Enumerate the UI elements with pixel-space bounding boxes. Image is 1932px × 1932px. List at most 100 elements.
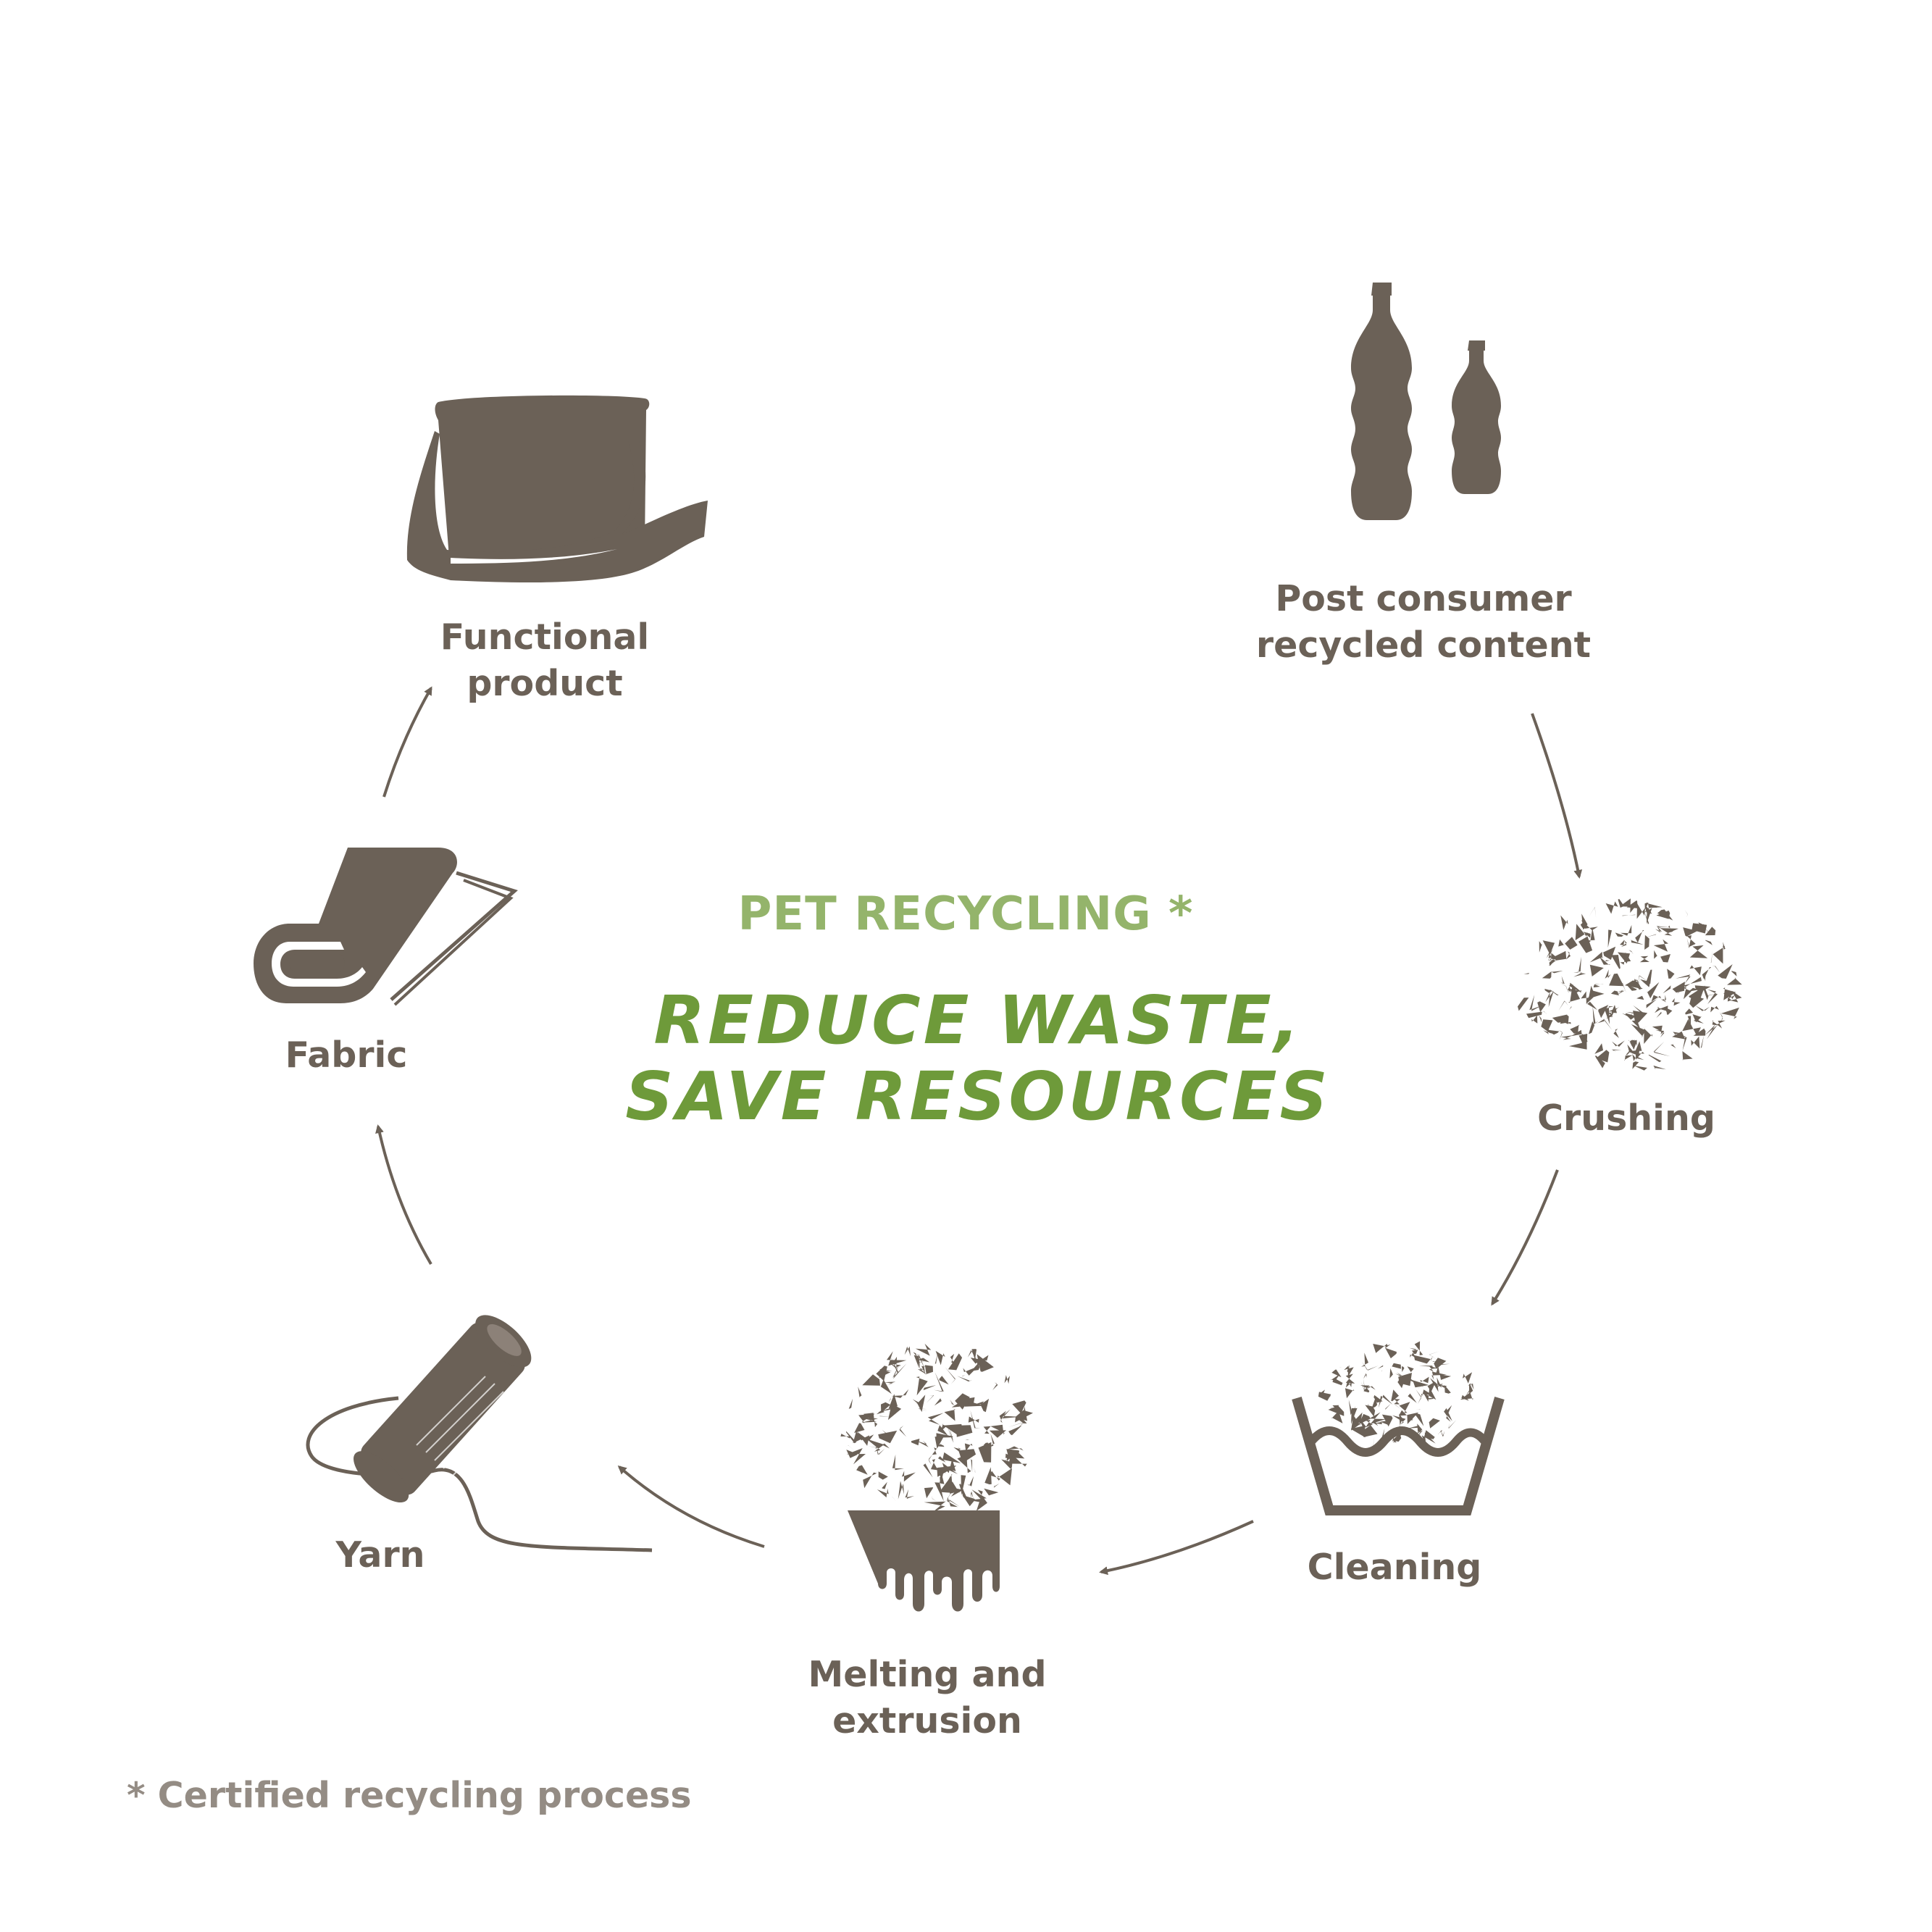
flake-shape <box>1603 946 1616 960</box>
flake-shape <box>1001 1459 1013 1469</box>
flake-shape <box>1689 965 1702 976</box>
flake-shape <box>1373 1344 1388 1353</box>
flake-shape <box>880 1379 892 1394</box>
flake-shape <box>1609 973 1624 987</box>
flake-shape <box>1585 927 1595 942</box>
flake-shape <box>1665 995 1666 1001</box>
flake-shape <box>1628 1050 1640 1056</box>
flake-shape <box>969 1459 973 1473</box>
flake-shape <box>1581 919 1598 931</box>
flake-shape <box>1635 929 1644 943</box>
flake-shape <box>1589 1021 1595 1034</box>
flake-shape <box>1542 971 1552 979</box>
flake-shape <box>1620 940 1625 945</box>
flake-shape <box>1639 955 1649 963</box>
flake-shape <box>1392 1415 1406 1425</box>
flake-shape <box>1686 935 1696 948</box>
flake-shape <box>1004 1375 1010 1384</box>
flake-shape <box>891 1389 909 1398</box>
flake-shape <box>887 1351 907 1366</box>
flake-shape <box>1360 1421 1367 1429</box>
flake-shape <box>1707 989 1718 1005</box>
flake-shape <box>1420 1376 1429 1384</box>
flake-shape <box>1702 967 1712 979</box>
arrow-crushing-to-cleaning <box>1491 1169 1559 1306</box>
flake-shape <box>1639 975 1648 984</box>
flake-shape <box>1407 1366 1414 1373</box>
flake-shape <box>1597 1019 1605 1024</box>
flake-shape <box>934 1481 944 1502</box>
flake-shape <box>1412 1429 1423 1439</box>
flake-shape <box>950 1400 955 1406</box>
label-melting: Melting and extrusion <box>808 1654 1047 1741</box>
flake-shape <box>1699 1034 1705 1048</box>
flake-shape <box>1624 1055 1633 1061</box>
flake-shape <box>1673 1032 1680 1035</box>
flake-shape <box>1603 960 1610 965</box>
flake-shape <box>1529 995 1542 1011</box>
flake-shape <box>876 1408 885 1415</box>
flake-shape <box>845 1445 856 1452</box>
flake-shape <box>1671 998 1681 1006</box>
arrow-yarn-to-fabric <box>375 1124 432 1266</box>
flake-shape <box>1615 932 1624 937</box>
flake-shape <box>1682 1051 1693 1061</box>
flake-shape <box>917 1368 927 1375</box>
flake-shape <box>1644 934 1649 950</box>
label-crushing: Crushing <box>1537 1097 1715 1139</box>
flake-shape <box>882 1481 887 1489</box>
flake-shape <box>1676 974 1691 984</box>
flake-shape <box>993 1483 1000 1488</box>
flake-shape <box>1677 1036 1687 1051</box>
flake-shape <box>1632 1061 1639 1069</box>
flake-shape <box>935 1350 945 1366</box>
flake-shape <box>923 1385 936 1391</box>
flake-shape <box>840 1434 850 1439</box>
flake-shape <box>1560 976 1565 984</box>
flake-shape <box>984 1488 999 1496</box>
flake-shape <box>877 1488 889 1498</box>
flake-shape <box>1631 1024 1646 1038</box>
flake-shape <box>1402 1366 1405 1372</box>
flake-shape <box>1369 1412 1386 1424</box>
flake-shape <box>1656 910 1670 919</box>
flake-shape <box>1408 1393 1417 1403</box>
flake-shape <box>977 1359 984 1368</box>
flake-shape <box>1684 977 1702 987</box>
flake-shape <box>881 1402 891 1413</box>
flake-shape <box>884 1381 896 1384</box>
flake-shape <box>1588 985 1595 1000</box>
flake-shape <box>1363 1373 1367 1379</box>
flake-shape <box>948 1500 960 1507</box>
flake-shape <box>887 1404 902 1421</box>
flake-shape <box>934 1398 942 1406</box>
flake-shape <box>854 1423 865 1433</box>
flake-shape <box>956 1425 973 1437</box>
flake-shape <box>1007 1450 1025 1462</box>
flake-shape <box>1616 990 1625 995</box>
flake-shape <box>1683 987 1691 1000</box>
flake-shape <box>1651 995 1662 1002</box>
flake-shape <box>1657 926 1670 931</box>
flake-shape <box>1550 989 1559 995</box>
flake-shape <box>964 1443 973 1452</box>
flake-shape <box>1444 1405 1452 1422</box>
flake-shape <box>1362 1361 1379 1371</box>
flake-shape <box>1518 998 1529 1011</box>
flake-shape <box>1604 1006 1614 1024</box>
flake-shape <box>888 1397 891 1402</box>
flake-shape <box>1719 1012 1723 1023</box>
flake-shape <box>1352 1412 1363 1423</box>
flake-shape <box>887 1361 898 1368</box>
label-functional-product: Functional product <box>440 616 650 704</box>
flake-shape <box>1653 1041 1670 1057</box>
flake-shape <box>950 1489 963 1497</box>
flake-shape <box>1655 1029 1665 1038</box>
flake-shape <box>1631 1053 1636 1061</box>
flake-shape <box>1653 1065 1666 1070</box>
flake-shape <box>1414 1413 1424 1426</box>
flake-shape <box>1710 1005 1719 1013</box>
flake-shape <box>980 1398 990 1413</box>
flake-shape <box>1656 1011 1662 1019</box>
flake-shape <box>1626 1050 1631 1055</box>
